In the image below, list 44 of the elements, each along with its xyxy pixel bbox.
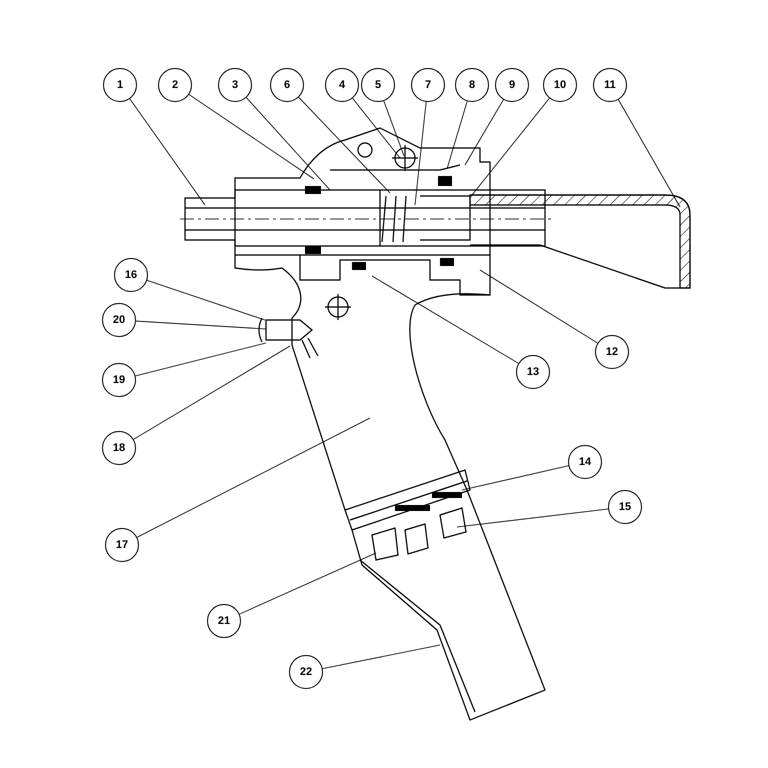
callout-number: 8: [455, 68, 489, 102]
callout-number: 7: [411, 68, 445, 102]
leader-line: [133, 346, 290, 440]
callout-number: 17: [105, 528, 139, 562]
callout-number: 13: [516, 355, 550, 389]
leader-line: [618, 99, 680, 208]
callout-number: 6: [270, 68, 304, 102]
leader-line: [188, 94, 314, 180]
leader-line: [136, 418, 370, 538]
callout-number: 22: [289, 655, 323, 689]
callout-number: 9: [495, 68, 529, 102]
leader-line: [472, 98, 550, 196]
leader-line: [464, 99, 504, 166]
callout-number: 11: [593, 68, 627, 102]
callout-number: 18: [102, 431, 136, 465]
leader-line: [383, 100, 404, 156]
callout-number: 3: [218, 68, 252, 102]
callout-number: 1: [103, 68, 137, 102]
leader-line: [322, 644, 440, 670]
leader-line: [129, 98, 206, 206]
leader-line: [135, 342, 266, 376]
callout-number: 14: [568, 445, 602, 479]
callout-number: 15: [608, 490, 642, 524]
callout-number: 10: [543, 68, 577, 102]
callout-number: 16: [114, 258, 148, 292]
leader-line: [456, 508, 609, 528]
callout-number: 2: [158, 68, 192, 102]
leader-line: [352, 98, 400, 158]
leader-line: [446, 100, 468, 170]
leader-line: [146, 280, 266, 320]
callout-number: 21: [207, 604, 241, 638]
leader-line: [239, 552, 376, 614]
callout-number: 4: [325, 68, 359, 102]
callout-number: 19: [102, 363, 136, 397]
callout-number: 5: [361, 68, 395, 102]
leader-line: [246, 97, 330, 190]
callout-number: 20: [102, 303, 136, 337]
leader-line: [298, 96, 390, 194]
leader-line: [462, 465, 569, 490]
leader-line: [414, 102, 427, 206]
leader-line: [372, 276, 519, 364]
callout-number: 12: [595, 335, 629, 369]
leader-line: [136, 320, 266, 330]
leader-line: [480, 270, 598, 344]
